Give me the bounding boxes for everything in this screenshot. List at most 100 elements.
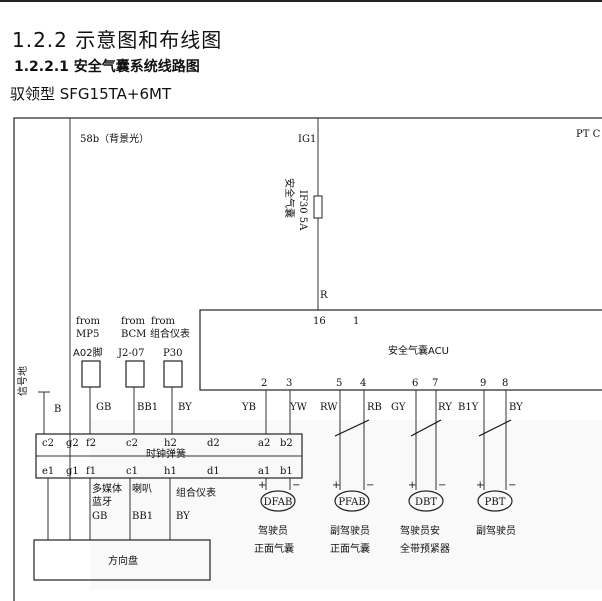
airbag-code: PBT	[485, 497, 506, 508]
acu-color: YB	[241, 402, 256, 413]
cs-top-pin: f2	[86, 438, 96, 449]
acu-pin: 5	[336, 378, 342, 389]
from-cluster-2: 组合仪表	[150, 327, 190, 340]
acu-pin-16: 16	[313, 316, 326, 327]
acu-pin: 7	[432, 378, 438, 389]
cs-top-pin: a2	[258, 438, 270, 449]
cs-bottom-pin: b1	[280, 466, 293, 477]
cs-bottom-pin: h1	[164, 466, 177, 477]
label-multimedia: 多媒体	[92, 482, 122, 495]
cs-top-pin: b2	[280, 438, 293, 449]
connector-p30-label: P30	[163, 348, 182, 359]
acu-pin: 6	[412, 378, 418, 389]
acu-pin: 3	[286, 378, 292, 389]
airbag-pbt	[477, 490, 513, 512]
plus-mark: +	[332, 480, 340, 491]
airbag-code: DFAB	[264, 497, 293, 508]
acu-pins: 2 3 5 4 6 7 9 8	[261, 378, 508, 389]
fuse-if30	[313, 195, 323, 219]
watermark	[90, 420, 602, 590]
cs-bottom-pin: e1	[42, 466, 54, 477]
connector-j207	[125, 360, 145, 388]
top-rule	[0, 0, 602, 2]
from-bcm-1: from	[121, 316, 146, 327]
from-cluster-1: from	[151, 316, 176, 327]
airbag-desc: 正面气囊	[254, 542, 294, 555]
airbag-desc: 副驾驶员	[330, 524, 370, 537]
spring-dbt	[410, 419, 442, 437]
airbag-dbt	[408, 490, 444, 512]
color-bb1: BB1	[137, 402, 158, 413]
cs-top-pin: h2	[164, 438, 177, 449]
cs-top-pin: d2	[207, 438, 220, 449]
cs-bottom-pin: c1	[126, 466, 138, 477]
airbag-desc: 副驾驶员	[476, 524, 516, 537]
airbag-desc: 正面气囊	[330, 542, 370, 555]
subsection-title: 1.2.2.1 安全气囊系统线路图	[14, 59, 200, 75]
lower-color-by: BY	[176, 511, 190, 522]
color-by: BY	[178, 402, 192, 413]
label-cluster: 组合仪表	[176, 486, 216, 499]
minus-mark: −	[508, 480, 516, 491]
connector-a02-label: A02脚	[73, 346, 103, 359]
cs-bottom-pin: g1	[66, 466, 79, 477]
from-bcm-2: BCM	[121, 329, 146, 340]
diagram-frame	[13, 117, 602, 601]
acu-color: RW	[320, 402, 338, 413]
minus-mark: −	[292, 480, 300, 491]
airbag-code: DBT	[415, 497, 437, 508]
connector-j207-label: J2-07	[117, 348, 144, 359]
cs-top-pin: c2	[126, 438, 138, 449]
cs-bottom-pin: a1	[258, 466, 270, 477]
connector-a02	[81, 360, 101, 388]
fuse-rating: IF30 5A	[297, 190, 308, 231]
acu-pin: 9	[480, 378, 486, 389]
airbag-desc: 全带预紧器	[400, 542, 450, 555]
acu-color: RY	[438, 402, 452, 413]
acu-pin: 4	[360, 378, 366, 389]
acu-color: B1Y	[458, 402, 479, 413]
airbag-desc: 驾驶员安	[400, 524, 440, 537]
cs-top-pin: c2	[42, 438, 54, 449]
section-title: 1.2.2 示意图和布线图	[12, 28, 223, 52]
wire-r-label: R	[320, 290, 328, 301]
acu-color: RB	[367, 402, 382, 413]
steering-wheel-box	[33, 539, 211, 581]
plus-mark: +	[476, 480, 484, 491]
acu-label: 安全气囊ACU	[388, 344, 449, 357]
spring-pfab	[334, 419, 370, 437]
label-backlight: 58b（背景光）	[80, 132, 149, 145]
acu-color: BY	[509, 402, 523, 413]
acu-pin: 2	[261, 378, 267, 389]
label-bluetooth: 蓝牙	[92, 496, 112, 508]
connector-p30	[163, 360, 183, 388]
minus-mark: −	[438, 480, 446, 491]
airbag-dfab	[260, 490, 296, 512]
airbag-desc: 驾驶员	[258, 524, 288, 537]
clock-spring-label: 时钟弹簧	[146, 447, 186, 460]
plus-mark: +	[258, 480, 266, 491]
airbag-code: PFAB	[338, 497, 365, 508]
label-ptc: PT C	[576, 129, 601, 140]
acu-pin-1: 1	[353, 316, 359, 327]
acu-color: YW	[289, 402, 308, 413]
cs-top-pin: g2	[66, 438, 79, 449]
steering-wheel-label: 方向盘	[108, 554, 138, 567]
plus-mark: +	[408, 480, 416, 491]
label-ig1: IG1	[298, 134, 316, 145]
spring-pbt	[478, 419, 512, 437]
color-b: B	[54, 404, 61, 415]
acu-color: GY	[391, 402, 406, 413]
signal-ground-label: 信号地	[16, 366, 29, 396]
cs-bottom-pin: d1	[207, 466, 220, 477]
minus-mark: −	[366, 480, 374, 491]
airbag-pfab	[334, 490, 370, 512]
from-mp5-2: MP5	[76, 329, 99, 340]
acu-box	[199, 309, 602, 391]
lower-color-bb1: BB1	[132, 511, 153, 522]
model-title: 驭领型 SFG15TA+6MT	[10, 85, 172, 103]
clock-spring-bottom-pins: e1 g1 f1 c1 h1 d1 a1 b1	[42, 466, 293, 477]
polarity-marks: + − + − + − + −	[258, 480, 516, 491]
acu-pin: 8	[502, 378, 508, 389]
